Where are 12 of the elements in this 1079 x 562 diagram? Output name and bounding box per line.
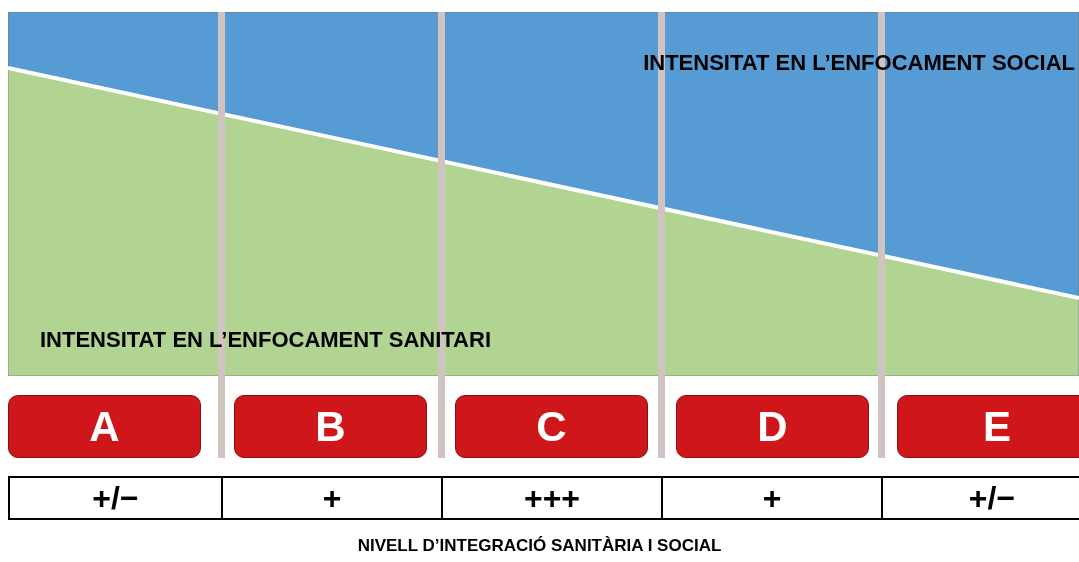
level-tag: B [234, 395, 427, 458]
level-tag: C [455, 395, 648, 458]
table-cell: + [322, 479, 342, 517]
level-tag: D [676, 395, 869, 458]
level-tag: A [8, 395, 201, 458]
table-cell: + [762, 479, 782, 517]
axis-caption: NIVELL D’INTEGRACIÓ SANITÀRIA I SOCIAL [357, 536, 722, 555]
table-cell: +/− [92, 479, 139, 517]
table-cell: +++ [523, 479, 581, 517]
area-label: INTENSITAT EN L’ENFOCAMENT SANITARI [40, 327, 491, 353]
table-cell: +/− [968, 479, 1016, 517]
level-tag: E [897, 395, 1079, 458]
